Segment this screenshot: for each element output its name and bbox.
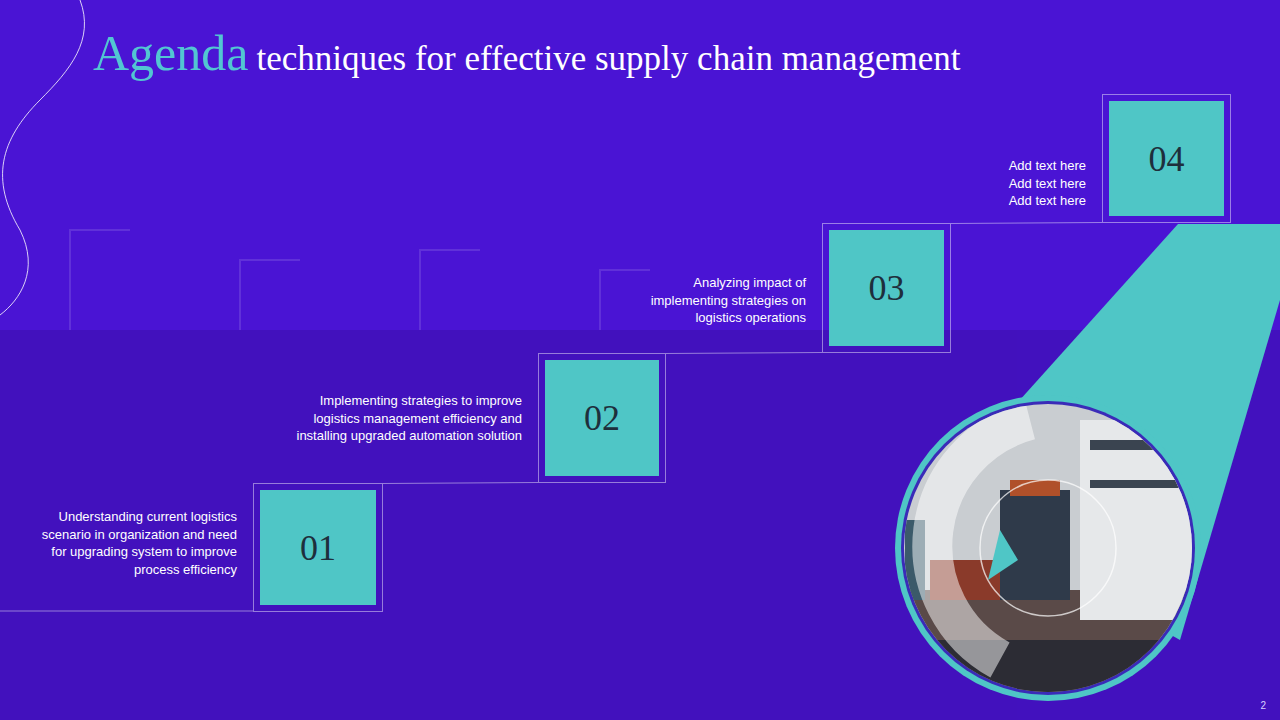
slide-subtitle: techniques for effective supply chain ma… bbox=[257, 39, 961, 79]
step-box: 04Add text here Add text here Add text h… bbox=[1102, 94, 1231, 223]
step-box: 03Analyzing impact of implementing strat… bbox=[822, 223, 951, 353]
step-description: Analyzing impact of implementing strateg… bbox=[641, 274, 806, 327]
step-number: 04 bbox=[1149, 138, 1185, 180]
stair-line bbox=[666, 353, 822, 354]
step-square: 03 bbox=[829, 230, 944, 346]
page-number: 2 bbox=[1260, 700, 1266, 711]
step-description: Add text here Add text here Add text her… bbox=[994, 157, 1086, 210]
step-number: 03 bbox=[869, 267, 905, 309]
stair-line bbox=[383, 483, 538, 484]
step-square: 04 bbox=[1109, 101, 1224, 216]
step-box: 02Implementing strategies to improve log… bbox=[538, 353, 666, 483]
step-square: 01 bbox=[260, 490, 376, 605]
step-square: 02 bbox=[545, 360, 659, 476]
step-description: Understanding current logistics scenario… bbox=[32, 508, 237, 578]
step-number: 01 bbox=[300, 527, 336, 569]
step-box: 01Understanding current logistics scenar… bbox=[253, 483, 383, 612]
step-description: Implementing strategies to improve logis… bbox=[292, 392, 522, 445]
stair-line bbox=[951, 223, 1102, 224]
slide-title: Agenda bbox=[93, 24, 249, 82]
step-number: 02 bbox=[584, 397, 620, 439]
